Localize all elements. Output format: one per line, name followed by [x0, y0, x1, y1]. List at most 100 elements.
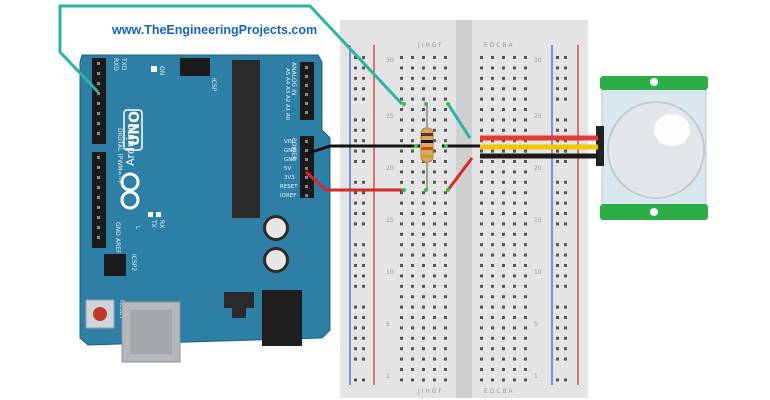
hole	[491, 243, 494, 247]
hole	[305, 167, 308, 170]
hole	[524, 378, 527, 382]
hole	[491, 180, 494, 184]
hole	[524, 191, 527, 195]
reset-button-cap-icon[interactable]	[93, 307, 107, 321]
hole	[491, 56, 494, 59]
hole	[354, 76, 357, 80]
capacitor-2-top	[266, 250, 286, 270]
hole	[556, 222, 559, 226]
hole	[422, 326, 425, 330]
hole	[411, 87, 414, 91]
hole	[524, 232, 527, 236]
hole	[480, 66, 483, 70]
pir-sensor	[596, 76, 708, 220]
hole	[354, 128, 357, 132]
hole	[444, 66, 447, 70]
hole	[480, 222, 483, 226]
hole	[411, 274, 414, 278]
hole	[513, 232, 516, 236]
power-pin-labels: VIN GND GND 5V 3V3 RESET IOREF	[280, 139, 298, 199]
hole	[422, 191, 425, 195]
hole	[411, 243, 414, 247]
hole	[362, 139, 365, 143]
hole	[491, 139, 494, 143]
hole	[564, 201, 567, 205]
pin-label-3v3: 3V3	[284, 175, 295, 181]
col-letters-right-bottom: E D C B A	[484, 388, 513, 395]
hole	[97, 226, 100, 229]
hole	[564, 305, 567, 309]
hole	[411, 170, 414, 174]
hole	[444, 56, 447, 59]
hole	[564, 347, 567, 351]
hole	[513, 222, 516, 226]
hole	[513, 305, 516, 309]
hole	[564, 336, 567, 340]
pin-label-a5: A5	[284, 68, 290, 76]
hole	[444, 305, 447, 309]
hole	[502, 201, 505, 205]
hole	[491, 149, 494, 153]
logo-infinity-right-icon	[120, 172, 140, 192]
hole	[305, 194, 308, 197]
hole	[422, 180, 425, 184]
hole	[97, 82, 100, 85]
hole	[305, 185, 308, 188]
hole	[433, 253, 436, 257]
hole	[480, 56, 483, 59]
hole	[480, 336, 483, 340]
hole	[502, 160, 505, 163]
hole	[362, 87, 365, 91]
hole	[524, 160, 527, 163]
hole	[480, 160, 483, 163]
hole	[513, 118, 516, 122]
hole	[480, 274, 483, 278]
hole	[513, 149, 516, 153]
hole	[524, 66, 527, 70]
hole	[502, 76, 505, 80]
wire-signal-jumper	[446, 103, 472, 139]
hole	[480, 139, 483, 143]
hole	[433, 149, 436, 153]
hole	[502, 97, 505, 101]
hole	[491, 336, 494, 340]
hole	[411, 97, 414, 101]
aref-label: AREF	[114, 238, 121, 254]
pir-mount-hole-bottom-icon	[650, 208, 658, 216]
hole	[362, 180, 365, 184]
hole	[411, 357, 414, 361]
hole	[513, 274, 516, 278]
hole	[354, 160, 357, 163]
hole	[480, 180, 483, 184]
atmega-chip	[232, 60, 260, 218]
hole	[400, 378, 403, 382]
hole	[556, 305, 559, 309]
hole	[411, 212, 414, 215]
hole	[305, 149, 308, 152]
hole	[524, 347, 527, 351]
hole	[400, 201, 403, 205]
hole	[502, 274, 505, 278]
hole	[433, 139, 436, 143]
hole	[564, 378, 567, 382]
hole	[480, 378, 483, 382]
hole	[97, 72, 100, 75]
hole	[422, 76, 425, 80]
hole	[433, 180, 436, 184]
hole	[400, 87, 403, 91]
hole	[305, 84, 308, 87]
hole	[480, 326, 483, 330]
analog-label: ANALOG IN	[290, 62, 297, 95]
hole	[422, 274, 425, 278]
hole	[354, 87, 357, 91]
hole	[556, 56, 559, 59]
hole	[97, 236, 100, 239]
row-number: 25	[386, 113, 394, 120]
hole	[491, 357, 494, 361]
highlight-dot	[414, 144, 418, 148]
highlight-dot	[444, 144, 448, 148]
hole	[422, 222, 425, 226]
hole	[502, 118, 505, 122]
hole	[354, 378, 357, 382]
uno-badge-frame	[123, 109, 143, 151]
